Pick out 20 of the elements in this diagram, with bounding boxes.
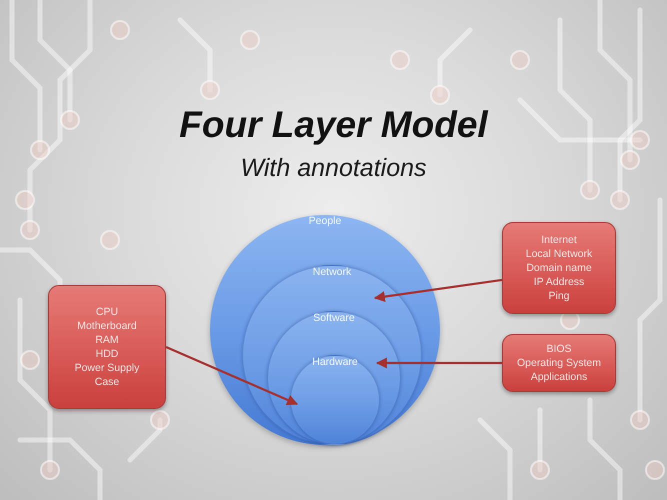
- box-text: BIOS: [546, 342, 572, 356]
- box-text: Applications: [530, 370, 588, 384]
- layer-label: Software: [313, 312, 355, 325]
- box-text: Motherboard: [77, 319, 137, 333]
- box-text: Power Supply: [74, 361, 140, 375]
- box-text: HDD: [96, 347, 118, 361]
- box-text: Case: [94, 375, 120, 389]
- layer-label: Hardware: [312, 356, 358, 369]
- box-text: RAM: [95, 333, 119, 347]
- box-text: Operating System: [516, 356, 602, 370]
- layer-label: Network: [312, 266, 352, 279]
- layer-label: People: [308, 215, 342, 228]
- subtitle: With annotations: [240, 154, 426, 182]
- box-text: Internet: [541, 233, 577, 247]
- box-text: Domain name: [526, 261, 592, 275]
- box-text: CPU: [96, 305, 118, 319]
- box-text: Ping: [548, 289, 570, 303]
- box-text: Local Network: [526, 247, 592, 261]
- box-text: IP Address: [534, 275, 584, 289]
- title: Four Layer Model: [179, 104, 488, 145]
